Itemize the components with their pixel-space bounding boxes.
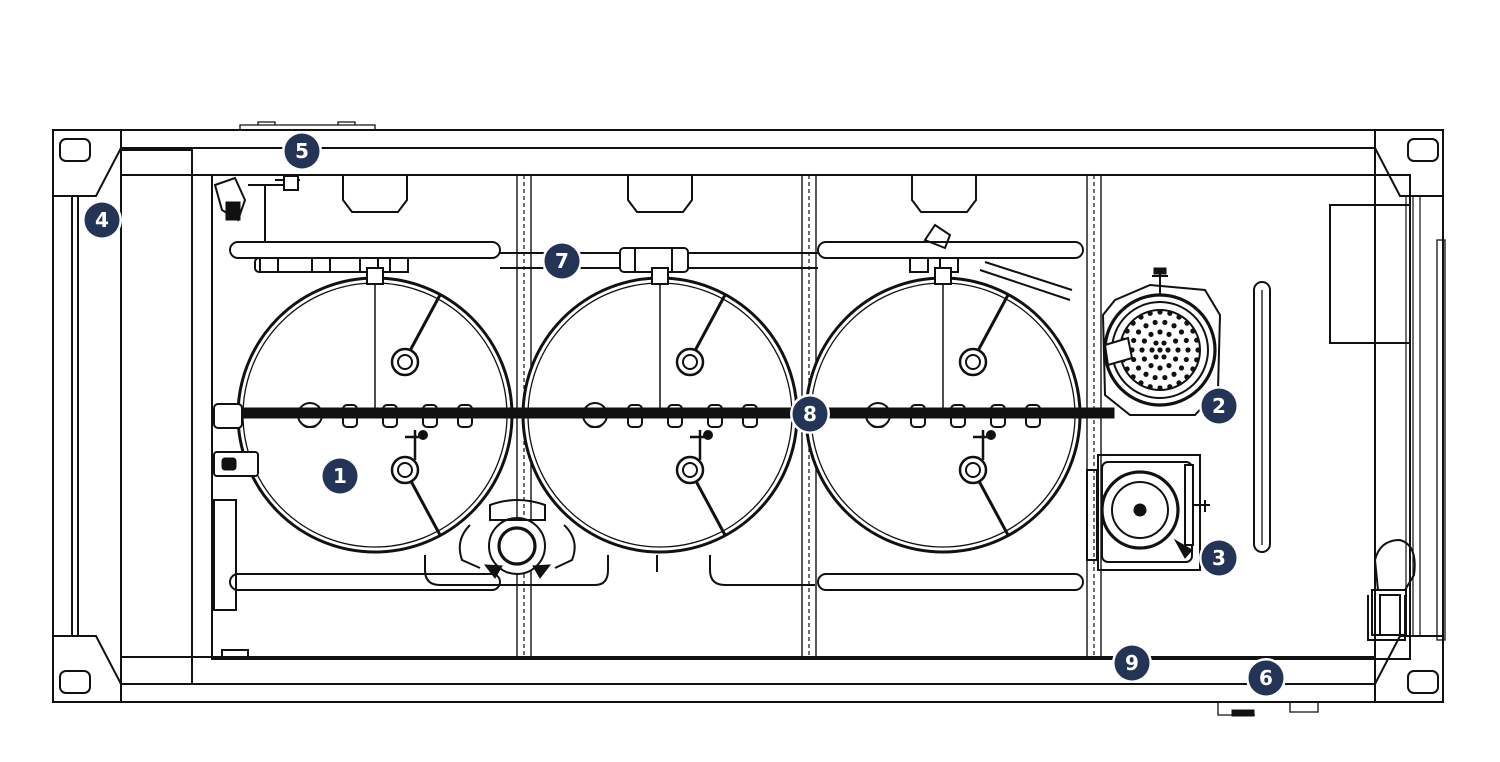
lower-pipe-rails: [229, 573, 1084, 591]
callout-badge-4: 4: [82, 200, 122, 240]
callout-number: 6: [1259, 666, 1273, 690]
callout-badge-1: 1: [320, 456, 360, 496]
callout-number: 4: [95, 208, 109, 232]
callout-badge-2: 2: [1199, 386, 1239, 426]
callout-badge-5: 5: [282, 131, 322, 171]
right-wall-rails: [1405, 195, 1446, 641]
callout-badges: 1 2 3 4 5 6 7 8 9: [82, 131, 1286, 698]
transfer-pump-assembly: [458, 499, 576, 579]
callout-badge-9: 9: [1112, 643, 1152, 683]
callout-number: 1: [333, 464, 347, 488]
left-end-door: [71, 149, 193, 685]
left-wall-fittings: [213, 403, 259, 657]
central-manifold-pipe: [213, 407, 1115, 419]
callout-number: 2: [1212, 394, 1226, 418]
callout-badge-7: 7: [542, 241, 582, 281]
callout-number: 8: [803, 402, 817, 426]
callout-badge-6: 6: [1246, 658, 1286, 698]
callout-badge-8: 8: [790, 394, 830, 434]
filter-housing: [1101, 267, 1222, 416]
vertical-rail-handle: [1253, 281, 1271, 553]
callout-number: 7: [555, 249, 569, 273]
callout-number: 3: [1212, 546, 1226, 570]
diaphragm-pump: [1086, 454, 1210, 571]
callout-badge-3: 3: [1199, 538, 1239, 578]
callout-number: 5: [295, 139, 309, 163]
top-wall-devices: [213, 175, 1073, 301]
corner-castings: [52, 129, 1444, 703]
callout-number: 9: [1125, 651, 1139, 675]
drive-motor: [1367, 538, 1416, 641]
vessel-bases: [424, 555, 815, 586]
filter-perforations: [1119, 309, 1201, 391]
